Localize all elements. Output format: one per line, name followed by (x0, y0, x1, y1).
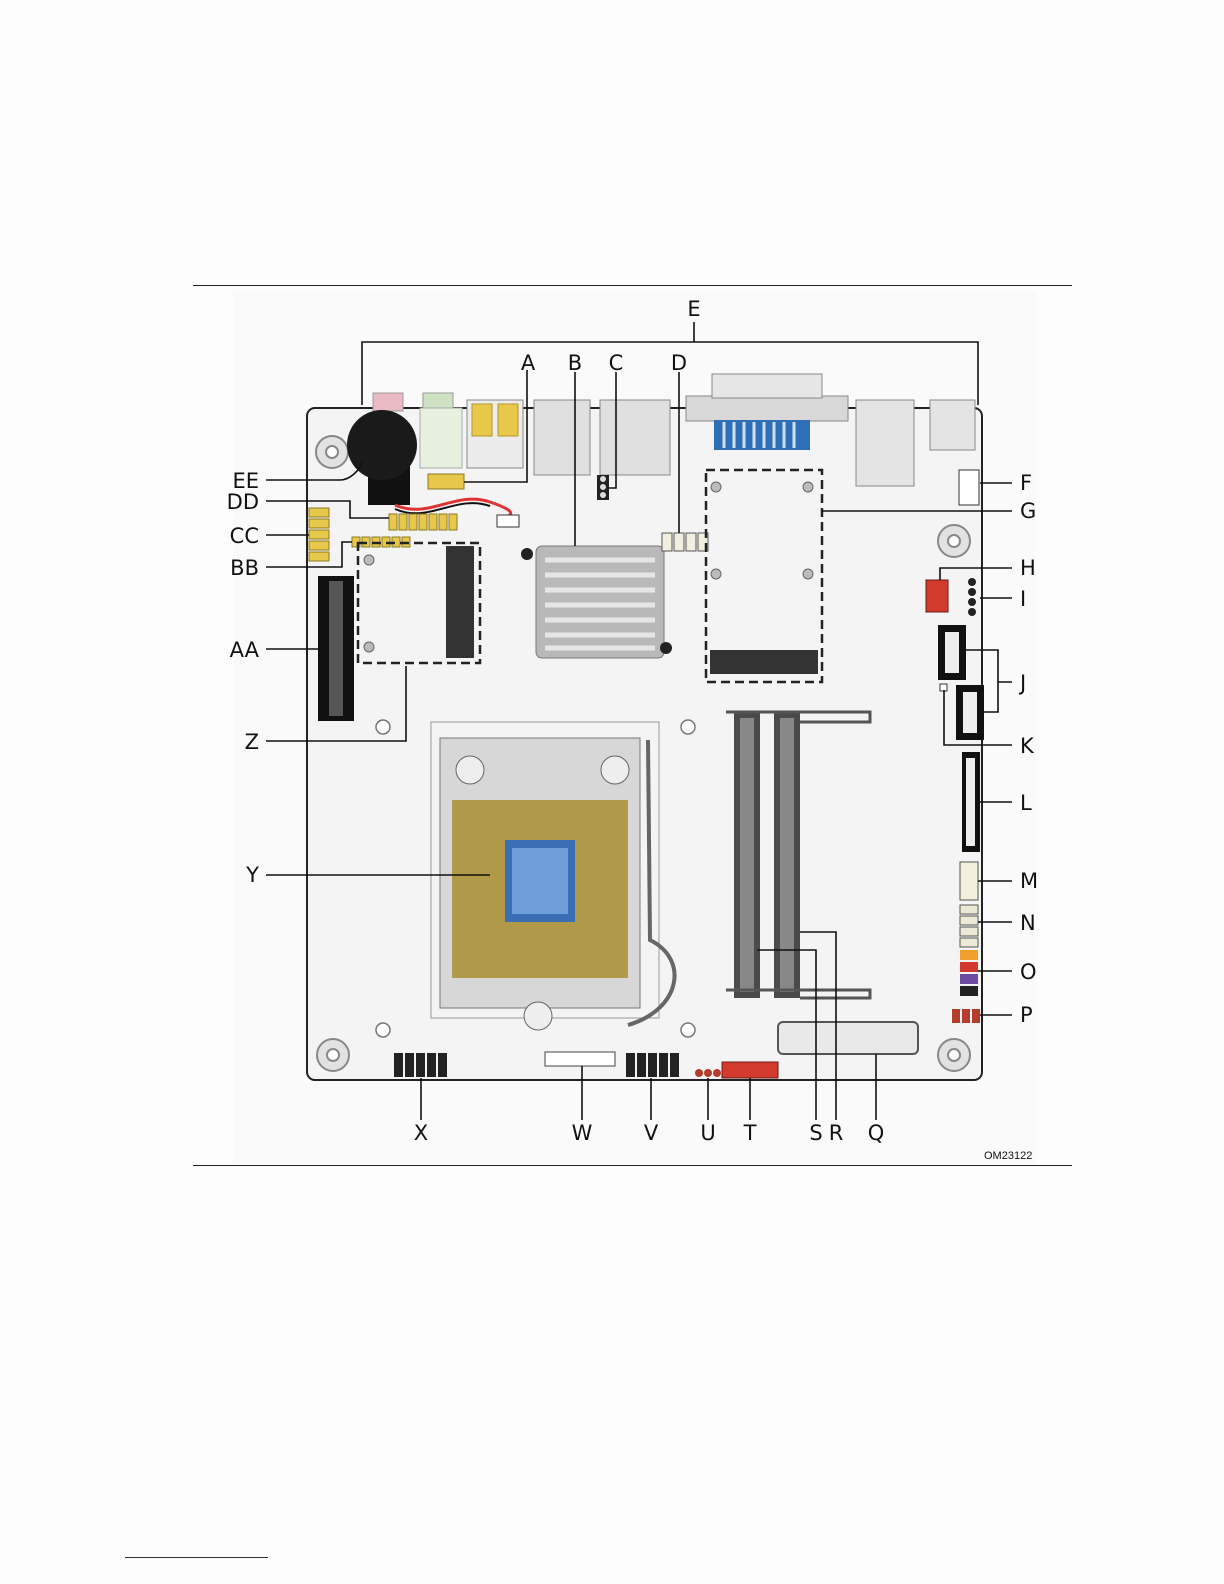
callout-j: J (1018, 671, 1026, 695)
callout-dd: DD (227, 490, 259, 514)
header-cc (309, 508, 329, 561)
callout-k: K (1020, 734, 1035, 758)
callout-g: G (1020, 499, 1036, 523)
callout-i: I (1020, 587, 1026, 611)
callout-y: Y (245, 863, 259, 887)
callout-o: O (1020, 960, 1037, 984)
connector-t (722, 1062, 778, 1078)
audio-jack-pink (373, 393, 403, 411)
callout-m: M (1020, 869, 1038, 893)
cpu-socket (431, 722, 675, 1030)
jumper-c (597, 475, 609, 500)
header-v (626, 1053, 679, 1077)
callout-r: R (829, 1121, 844, 1145)
callout-s: S (809, 1121, 822, 1145)
usb-stack-left (467, 400, 523, 468)
callout-q: Q (868, 1121, 885, 1145)
lan-port-2 (600, 400, 670, 475)
callout-aa: AA (230, 638, 260, 662)
callout-b: B (568, 351, 582, 375)
connector-q (778, 1022, 918, 1054)
connector-w (545, 1052, 615, 1066)
led-k (940, 684, 947, 691)
header-u (695, 1069, 721, 1077)
usb-stack-right (856, 400, 914, 486)
callout-h: H (1020, 556, 1036, 580)
connector-f (959, 470, 979, 505)
battery-connector (497, 515, 519, 527)
callout-x: X (414, 1121, 428, 1145)
callout-d: D (671, 351, 687, 375)
callout-z: Z (245, 730, 259, 754)
callout-a: A (521, 351, 536, 375)
header-x (394, 1053, 447, 1077)
callout-c: C (609, 351, 624, 375)
callout-bb: BB (230, 556, 259, 580)
callout-n: N (1020, 911, 1036, 935)
fan-header-h (926, 580, 948, 612)
dc-power-jack (930, 400, 975, 450)
callout-f: F (1020, 471, 1032, 495)
drawing-code: OM23122 (984, 1150, 1032, 1162)
header-p (952, 1009, 980, 1023)
callout-w: W (572, 1121, 593, 1145)
callout-v: V (644, 1121, 659, 1145)
speaker-header (428, 474, 464, 489)
callout-l: L (1020, 791, 1032, 815)
lan-port-1 (534, 400, 590, 475)
callout-cc: CC (230, 524, 259, 548)
callout-ee: EE (232, 469, 259, 493)
callout-p: P (1020, 1003, 1033, 1027)
callout-t: T (743, 1121, 757, 1145)
header-m (960, 862, 978, 900)
callout-u: U (700, 1121, 715, 1145)
header-dd (389, 514, 457, 530)
chipset-heatsink (521, 546, 672, 658)
callout-e: E (687, 297, 700, 321)
